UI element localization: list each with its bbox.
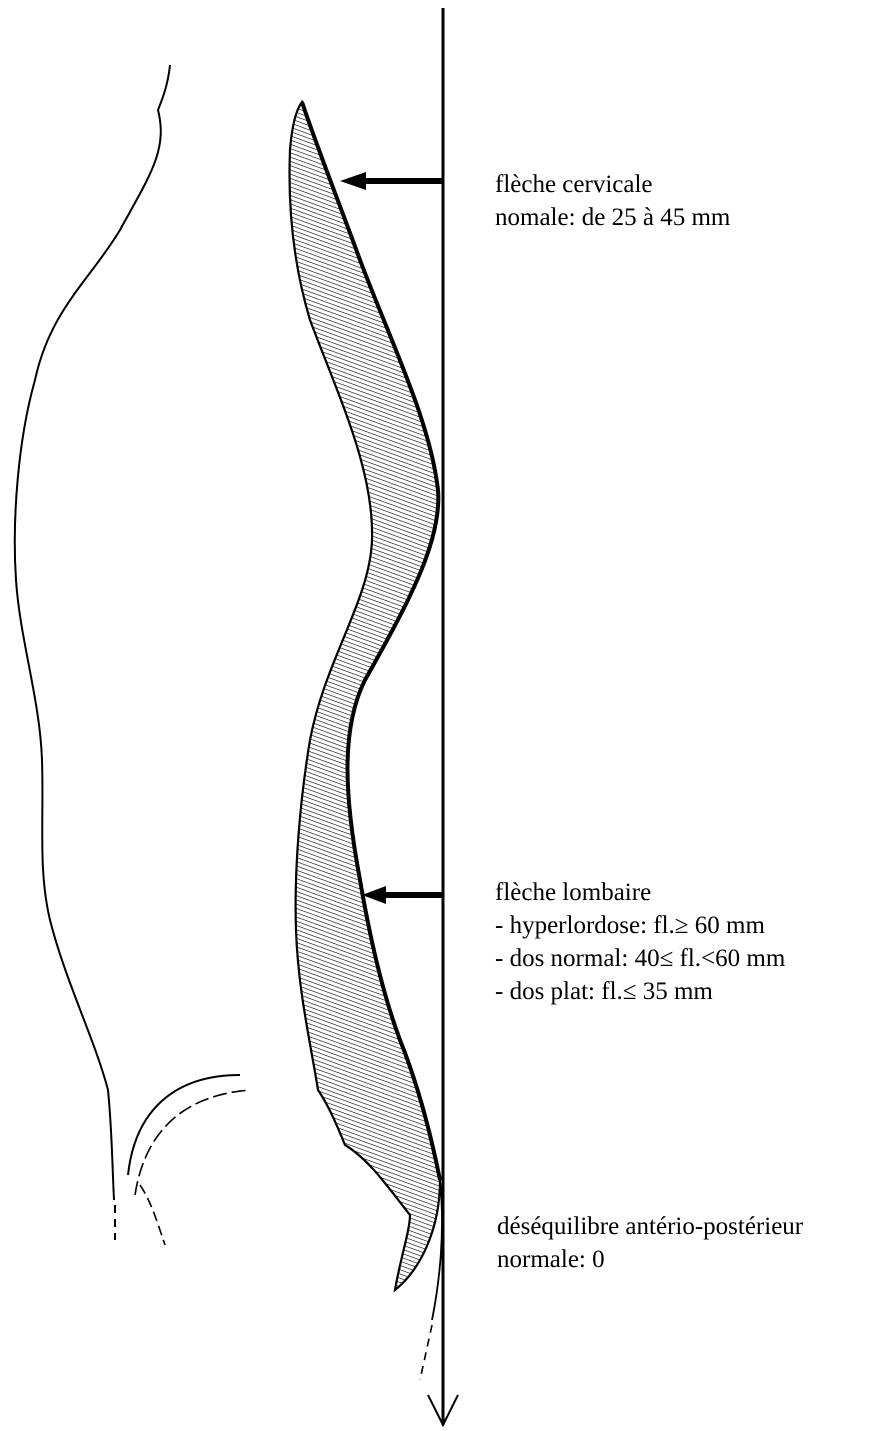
lumbar-annotation: flèche lombaire - hyperlordose: fl.≥ 60 … (495, 876, 785, 1008)
cervical-norm: nomale: de 25 à 45 mm (495, 201, 730, 234)
cervical-title: flèche cervicale (495, 168, 730, 201)
body-front-outline (15, 65, 170, 1200)
lumbar-hyperlordose: - hyperlordose: fl.≥ 60 mm (495, 909, 785, 942)
cervical-arrowhead (340, 172, 366, 190)
leg-front-outline (140, 1185, 165, 1245)
lumbar-title: flèche lombaire (495, 876, 785, 909)
balance-norm: normale: 0 (497, 1243, 803, 1276)
thigh-outline-outer (128, 1075, 240, 1175)
balance-annotation: déséquilibre antério-postérieur normale:… (497, 1210, 803, 1276)
balance-title: déséquilibre antério-postérieur (497, 1210, 803, 1243)
lumbar-flat-back: - dos plat: fl.≤ 35 mm (495, 975, 785, 1008)
thigh-outline-inner (135, 1090, 250, 1195)
cervical-annotation: flèche cervicale nomale: de 25 à 45 mm (495, 168, 730, 234)
lower-back-dash (420, 1325, 432, 1380)
lumbar-normal-back: - dos normal: 40≤ fl.<60 mm (495, 942, 785, 975)
back-hatched-band (290, 102, 440, 1290)
